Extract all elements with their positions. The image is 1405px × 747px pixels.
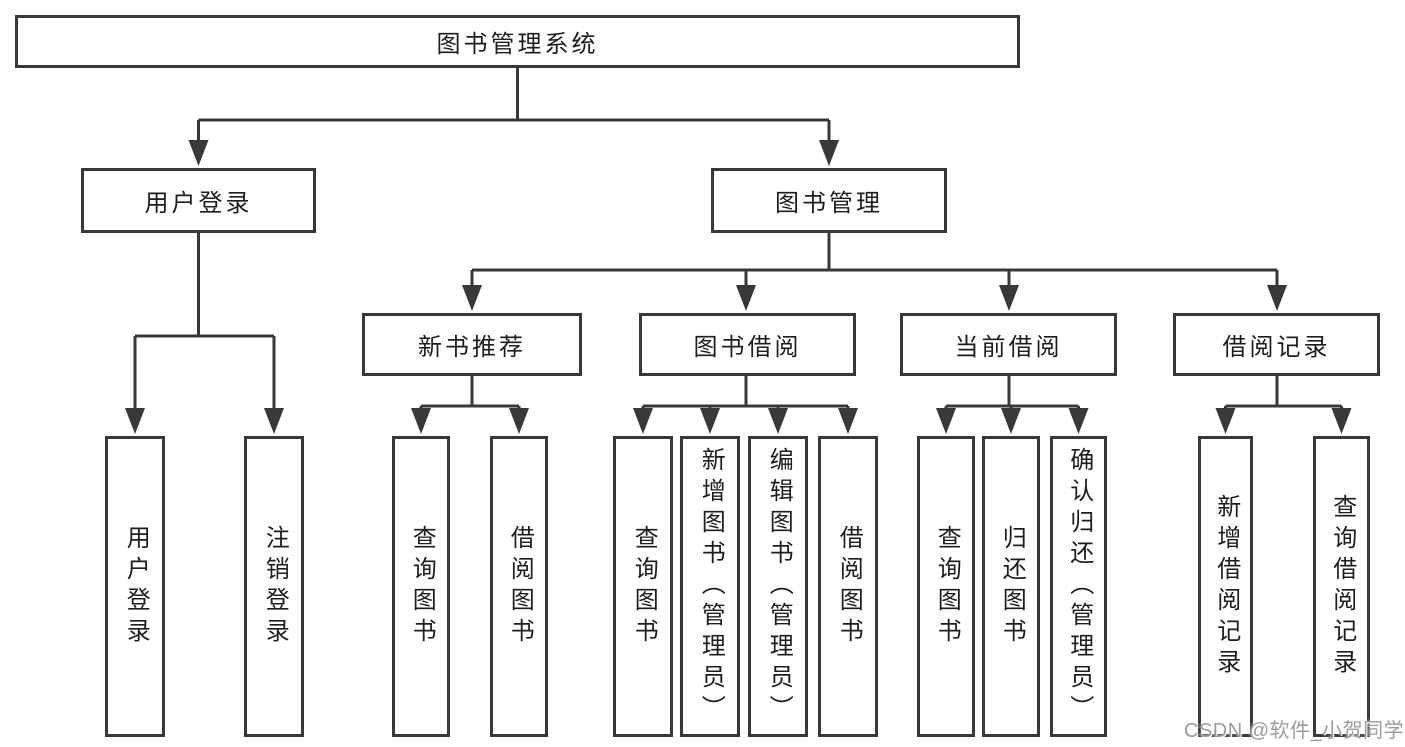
leaf-query-books-current: 查询图书 [917, 436, 975, 737]
node-user-login: 用户登录 [81, 168, 316, 233]
node-book-management: 图书管理 [711, 168, 947, 233]
leaf-query-borrow-record: 查询借阅记录 [1313, 436, 1370, 737]
arrow-down-icon [188, 140, 209, 166]
arrow-down-icon [736, 285, 756, 311]
leaf-logout: 注销登录 [244, 436, 304, 737]
leaf-add-borrow-record: 新增借阅记录 [1198, 436, 1253, 737]
arrow-down-icon [700, 408, 720, 434]
leaf-return-books: 归还图书 [982, 436, 1040, 737]
leaf-confirm-return-admin: 确认归还（管理员） [1050, 436, 1107, 737]
node-book-borrowing: 图书借阅 [639, 313, 856, 376]
arrow-down-icon [1001, 408, 1021, 434]
node-current-borrowing: 当前借阅 [900, 313, 1117, 376]
node-borrow-records: 借阅记录 [1173, 313, 1380, 376]
node-root-title: 图书管理系统 [15, 15, 1020, 68]
arrow-down-icon [1267, 285, 1287, 311]
arrow-down-icon [819, 140, 839, 166]
arrow-down-icon [462, 285, 482, 311]
arrow-down-icon [768, 408, 788, 434]
csdn-watermark: CSDN @软件_小贺同学 [1184, 720, 1405, 742]
arrow-down-icon [1068, 408, 1089, 434]
leaf-borrow-books-borrowing: 借阅图书 [818, 436, 878, 737]
leaf-query-books-recommend: 查询图书 [392, 436, 450, 737]
leaf-user-login: 用户登录 [105, 436, 165, 737]
node-new-book-recommend: 新书推荐 [362, 313, 582, 376]
arrow-down-icon [509, 408, 529, 434]
leaf-edit-books-admin: 编辑图书（管理员） [748, 436, 808, 737]
arrow-down-icon [125, 408, 145, 434]
leaf-query-books-borrowing: 查询图书 [613, 436, 673, 737]
arrow-down-icon [936, 408, 956, 434]
leaf-borrow-books-recommend: 借阅图书 [490, 436, 548, 737]
arrow-down-icon [999, 285, 1019, 311]
arrow-down-icon [838, 408, 858, 434]
leaf-add-books-admin: 新增图书（管理员） [680, 436, 740, 737]
arrow-down-icon [411, 408, 431, 434]
arrow-down-icon [1331, 408, 1352, 434]
arrow-down-icon [264, 408, 284, 434]
arrow-down-icon [633, 408, 653, 434]
arrow-down-icon [1215, 408, 1236, 434]
arrowheads [125, 140, 1352, 434]
